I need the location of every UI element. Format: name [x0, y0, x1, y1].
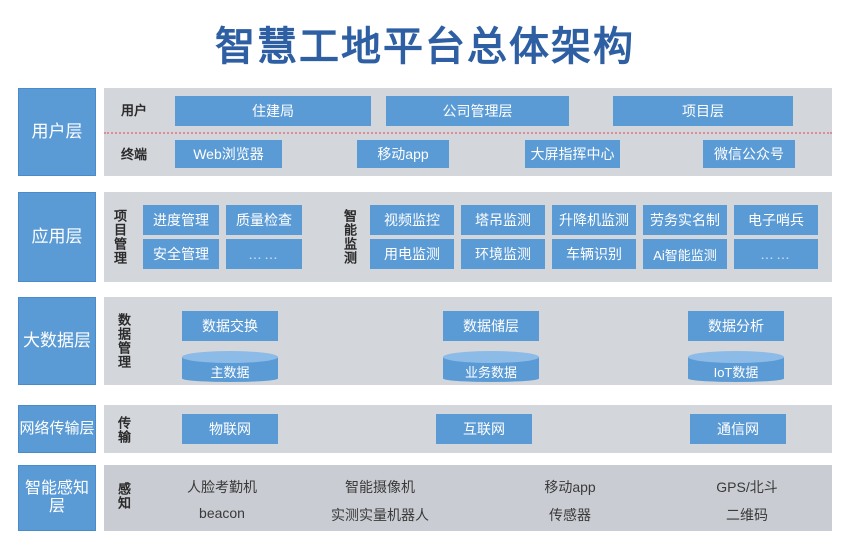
- layer-network: 网络传输层 传输 物联网 互联网 通信网: [0, 405, 850, 453]
- cylinder-top-icon: [443, 351, 539, 363]
- node-progress-management[interactable]: 进度管理: [143, 205, 219, 235]
- text-mobile-app: 移动app: [544, 479, 596, 495]
- cylinder-iot-data-label: IoT数据: [713, 365, 759, 380]
- node-monitoring-more[interactable]: ……: [734, 239, 818, 269]
- node-power-monitoring[interactable]: 用电监测: [370, 239, 454, 269]
- text-measurement-robot: 实测实量机器人: [331, 507, 429, 523]
- group-label-project-management: 项目管理: [112, 209, 127, 265]
- layer-panel-perception: [104, 465, 832, 531]
- node-big-screen-center[interactable]: 大屏指挥中心: [525, 140, 620, 168]
- node-company-management[interactable]: 公司管理层: [386, 96, 569, 126]
- layer-label-bigdata: 大数据层: [18, 297, 96, 385]
- text-face-attendance-machine: 人脸考勤机: [187, 479, 257, 495]
- node-internet[interactable]: 互联网: [436, 414, 532, 444]
- text-beacon: beacon: [199, 505, 245, 521]
- node-data-exchange[interactable]: 数据交换: [182, 311, 278, 341]
- node-ai-smart-monitoring[interactable]: Ai智能监测: [643, 239, 727, 269]
- node-iot-network[interactable]: 物联网: [182, 414, 278, 444]
- cylinder-top-icon: [182, 351, 278, 363]
- text-qr-code: 二维码: [726, 507, 768, 523]
- layer-label-perception: 智能感知层: [18, 465, 96, 531]
- node-project-level[interactable]: 项目层: [613, 96, 793, 126]
- group-label-smart-monitoring: 智能监测: [342, 209, 357, 265]
- node-hoist-monitoring[interactable]: 升降机监测: [552, 205, 636, 235]
- layer-label-network: 网络传输层: [18, 405, 96, 453]
- node-wechat-official-account[interactable]: 微信公众号: [703, 140, 795, 168]
- page-title: 智慧工地平台总体架构: [215, 24, 635, 70]
- cylinder-top-icon: [688, 351, 784, 363]
- group-label-terminal: 终端: [120, 147, 147, 162]
- node-data-storage[interactable]: 数据储层: [443, 311, 539, 341]
- node-web-browser[interactable]: Web浏览器: [175, 140, 282, 168]
- layer-label-application: 应用层: [18, 192, 96, 282]
- layer-application: 应用层 项目管理 进度管理 质量检查 安全管理 …… 智能监测 视频监控 塔吊监…: [0, 192, 850, 282]
- group-label-data-management: 数据管理: [116, 313, 131, 369]
- node-video-surveillance[interactable]: 视频监控: [370, 205, 454, 235]
- node-project-more[interactable]: ……: [226, 239, 302, 269]
- layer-bigdata: 大数据层 数据管理 数据交换 数据储层 数据分析 主数据 业务数据 IoT数据: [0, 297, 850, 385]
- node-quality-inspection[interactable]: 质量检查: [226, 205, 302, 235]
- group-label-transmission: 传输: [116, 416, 131, 444]
- cylinder-master-data[interactable]: 主数据: [182, 351, 278, 385]
- node-vehicle-recognition[interactable]: 车辆识别: [552, 239, 636, 269]
- cylinder-iot-data[interactable]: IoT数据: [688, 351, 784, 385]
- node-electronic-sentry[interactable]: 电子哨兵: [734, 205, 818, 235]
- node-safety-management[interactable]: 安全管理: [143, 239, 219, 269]
- layer-label-user: 用户层: [18, 88, 96, 176]
- layer-user: 用户层 用户 终端 住建局 公司管理层 项目层 Web浏览器 移动app 大屏指…: [0, 88, 850, 176]
- node-tower-crane-monitoring[interactable]: 塔吊监测: [461, 205, 545, 235]
- text-gps-beidou: GPS/北斗: [716, 479, 778, 495]
- node-data-analysis[interactable]: 数据分析: [688, 311, 784, 341]
- node-zhujianju[interactable]: 住建局: [175, 96, 371, 126]
- cylinder-business-data-label: 业务数据: [464, 365, 517, 380]
- layer-perception: 智能感知层 感知 人脸考勤机 beacon 智能摄像机 实测实量机器人 移动ap…: [0, 465, 850, 531]
- cylinder-business-data[interactable]: 业务数据: [443, 351, 539, 385]
- node-labor-real-name[interactable]: 劳务实名制: [643, 205, 727, 235]
- node-communication-network[interactable]: 通信网: [690, 414, 786, 444]
- group-label-perception: 感知: [116, 482, 131, 510]
- node-mobile-app[interactable]: 移动app: [357, 140, 449, 168]
- node-environment-monitoring[interactable]: 环境监测: [461, 239, 545, 269]
- text-sensor: 传感器: [549, 507, 591, 523]
- cylinder-master-data-label: 主数据: [210, 365, 250, 380]
- user-terminal-divider: [104, 132, 832, 134]
- group-label-user: 用户: [120, 103, 147, 118]
- text-smart-camera: 智能摄像机: [345, 479, 415, 495]
